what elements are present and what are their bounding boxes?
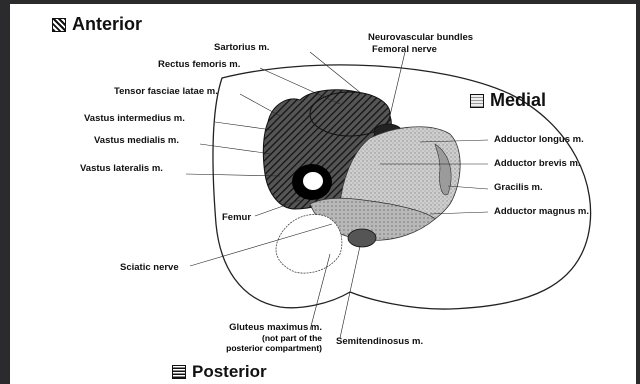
label-gluteus-note-2: posterior compartment) — [190, 343, 322, 353]
label-rectus-femoris: Rectus femoris m. — [158, 59, 240, 70]
heading-anterior: Anterior — [52, 14, 142, 35]
label-adductor-brevis: Adductor brevis m. — [494, 158, 581, 169]
label-vastus-lateralis: Vastus lateralis m. — [80, 163, 163, 174]
label-gluteus-maximus: Gluteus maximus m. — [190, 322, 322, 333]
label-sciatic-nerve: Sciatic nerve — [120, 262, 179, 273]
label-adductor-magnus: Adductor magnus m. — [494, 206, 589, 217]
light-stipple-swatch-icon — [470, 94, 484, 108]
label-vastus-medialis: Vastus medialis m. — [94, 135, 179, 146]
dark-hatch-swatch-icon — [52, 18, 66, 32]
femur-marrow — [303, 172, 323, 190]
label-vastus-intermedius: Vastus intermedius m. — [84, 113, 185, 124]
label-sartorius: Sartorius m. — [214, 42, 269, 53]
striped-swatch-icon — [172, 365, 186, 379]
label-femur: Femur — [222, 212, 251, 223]
gluteus-block: Gluteus maximus m. (not part of the post… — [190, 322, 322, 353]
heading-posterior: Posterior — [172, 362, 267, 382]
heading-medial: Medial — [470, 90, 546, 111]
label-neurovascular-bundles: Neurovascular bundles — [368, 32, 473, 43]
label-gracilis: Gracilis m. — [494, 182, 543, 193]
label-semitendinosus: Semitendinosus m. — [336, 336, 423, 347]
label-gluteus-note-1: (not part of the — [190, 333, 322, 343]
diagram-frame: Anterior Medial Posterior Sartorius m. R… — [10, 4, 636, 384]
semitendinosus-shape — [348, 229, 376, 247]
label-tensor-fasciae-latae: Tensor fasciae latae m. — [114, 86, 218, 97]
thigh-cross-section — [10, 4, 636, 384]
label-femoral-nerve: Femoral nerve — [372, 44, 437, 55]
label-adductor-longus: Adductor longus m. — [494, 134, 584, 145]
